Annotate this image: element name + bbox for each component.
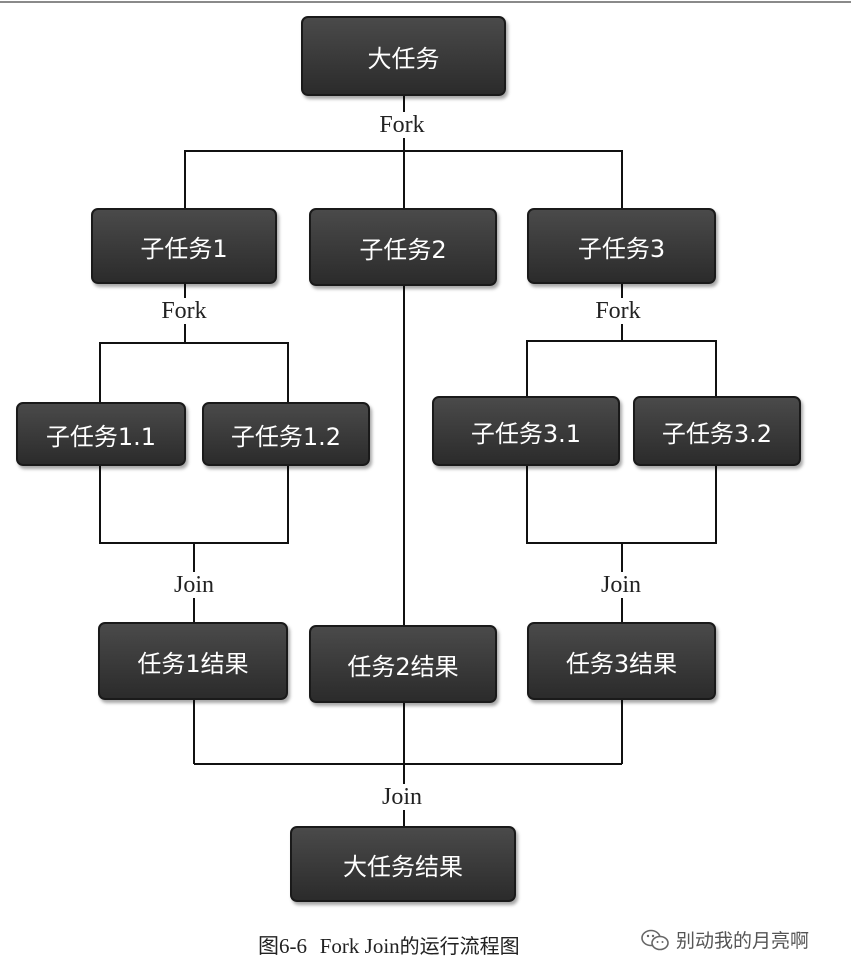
node-subtask-1-2: 子任务1.2 — [202, 402, 370, 466]
node-subtask-3-2: 子任务3.2 — [633, 396, 801, 466]
node-result-1: 任务1结果 — [98, 622, 288, 700]
node-big-result: 大任务结果 — [290, 826, 516, 902]
label-fork-top: Fork — [377, 112, 427, 138]
node-subtask-1: 子任务1 — [91, 208, 277, 284]
node-subtask-2: 子任务2 — [309, 208, 497, 286]
top-border-line — [0, 1, 851, 3]
label-join-right: Join — [598, 572, 644, 598]
node-result-3: 任务3结果 — [527, 622, 716, 700]
caption-english: Fork Join — [319, 934, 400, 958]
wechat-icon — [641, 929, 669, 950]
node-big-task: 大任务 — [301, 16, 506, 96]
caption-chinese: 的运行流程图 — [399, 934, 520, 958]
figure-caption: 图6-6 Fork Join的运行流程图 — [258, 930, 520, 960]
node-subtask-3: 子任务3 — [527, 208, 716, 284]
node-subtask-1-1: 子任务1.1 — [16, 402, 186, 466]
label-join-bottom: Join — [379, 784, 425, 810]
watermark: 别动我的月亮啊 — [640, 926, 809, 953]
label-join-left: Join — [171, 572, 217, 598]
node-result-2: 任务2结果 — [309, 625, 497, 703]
label-fork-right: Fork — [593, 298, 643, 324]
watermark-text: 别动我的月亮啊 — [676, 930, 810, 952]
caption-number: 图6-6 — [258, 934, 307, 958]
label-fork-left: Fork — [159, 298, 209, 324]
node-subtask-3-1: 子任务3.1 — [432, 396, 620, 466]
